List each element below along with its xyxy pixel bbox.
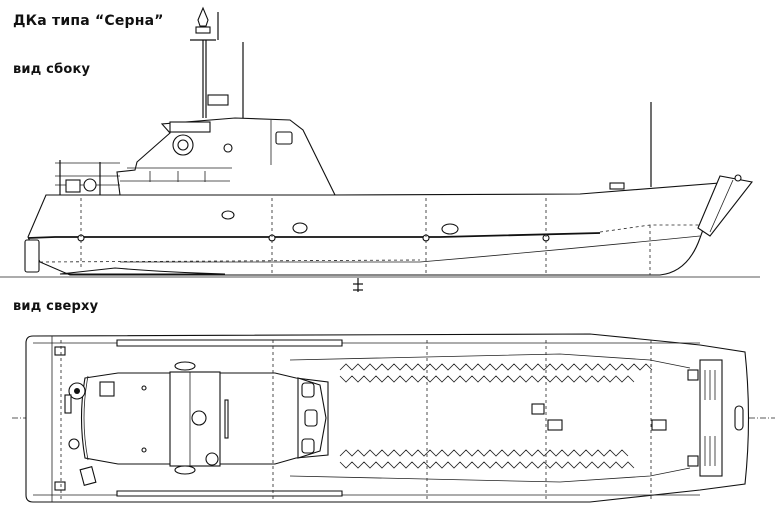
deck-fitting xyxy=(609,182,625,190)
stern-railing xyxy=(55,160,120,195)
cargo-rails xyxy=(116,339,691,497)
hull xyxy=(24,182,721,276)
mast xyxy=(190,6,244,120)
wheelhouse-top xyxy=(80,361,329,475)
top-view-label: вид сверху xyxy=(13,299,99,314)
drawing-title: ДКа типа “Серна” xyxy=(13,13,164,29)
side-view-label: вид сбоку xyxy=(13,62,91,77)
bow-ramp-top xyxy=(699,359,744,477)
hull-outline xyxy=(25,333,750,503)
side-view-drawing xyxy=(0,6,760,292)
bow-ramp xyxy=(697,174,753,237)
anchor-mark xyxy=(353,278,363,292)
cargo-deck-pattern xyxy=(339,363,699,469)
stern-equipment xyxy=(54,346,97,491)
superstructure xyxy=(116,117,336,196)
